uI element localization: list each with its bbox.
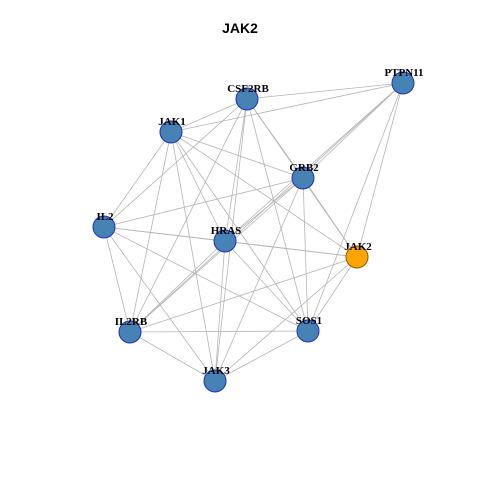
node-circle-jak1[interactable]: [159, 120, 183, 144]
edge-il2-sos1: [103, 226, 309, 332]
node-jak3[interactable]: JAK3: [202, 365, 230, 393]
edge-il2rb-jak3: [129, 331, 216, 382]
node-csf2rb[interactable]: CSF2RB: [227, 83, 269, 111]
edge-csf2rb-jak1: [170, 98, 248, 133]
edge-jak2-jak3: [214, 256, 358, 382]
edge-il2-il2rb: [103, 226, 131, 333]
node-circle-sos1[interactable]: [296, 319, 320, 343]
node-circle-ptpn11[interactable]: [391, 71, 415, 95]
node-circle-jak3[interactable]: [203, 369, 227, 393]
edge-grb2-hras: [224, 177, 304, 242]
node-sos1[interactable]: SOS1: [296, 315, 322, 343]
edge-grb2-sos1: [302, 177, 309, 332]
edge-layer: [103, 82, 404, 382]
edge-grb2-il2rb: [129, 177, 304, 333]
node-ptpn11[interactable]: PTPN11: [384, 67, 424, 95]
node-circle-grb2[interactable]: [291, 166, 315, 190]
edge-sos1-jak3: [214, 330, 309, 382]
node-label-jak3: JAK3: [202, 365, 230, 377]
node-label-csf2rb: CSF2RB: [227, 83, 269, 95]
node-jak2[interactable]: JAK2: [344, 241, 372, 269]
node-label-il2: IL2: [96, 211, 114, 223]
edge-csf2rb-il2: [103, 98, 248, 228]
node-label-jak2: JAK2: [344, 241, 372, 253]
edge-jak2-sos1: [307, 256, 358, 332]
graph-title: JAK2: [222, 20, 258, 36]
edge-grb2-jak2: [302, 177, 358, 258]
edge-ptpn11-csf2rb: [246, 82, 404, 100]
edge-jak1-jak3: [170, 131, 216, 382]
node-label-il2rb: IL2RB: [115, 316, 148, 328]
edge-csf2rb-sos1: [246, 98, 309, 332]
edge-jak1-sos1: [170, 131, 309, 332]
edge-ptpn11-hras: [224, 82, 404, 242]
edge-jak1-jak2: [170, 131, 358, 258]
node-label-hras: HRAS: [211, 225, 242, 237]
node-circle-il2[interactable]: [92, 215, 116, 239]
edge-jak1-il2: [103, 131, 172, 228]
edge-jak1-grb2: [170, 131, 304, 179]
node-circle-csf2rb[interactable]: [235, 87, 259, 111]
node-il2[interactable]: IL2: [92, 211, 116, 239]
edge-hras-il2rb: [129, 240, 226, 333]
edge-ptpn11-grb2: [302, 82, 404, 179]
edge-jak2-il2rb: [129, 256, 358, 333]
node-hras[interactable]: HRAS: [211, 225, 242, 253]
edge-grb2-il2: [103, 177, 304, 228]
edge-hras-sos1: [224, 240, 309, 332]
node-il2rb[interactable]: IL2RB: [115, 316, 148, 344]
edge-il2rb-sos1: [129, 330, 309, 333]
node-jak1[interactable]: JAK1: [158, 116, 186, 144]
node-label-jak1: JAK1: [158, 116, 186, 128]
node-label-sos1: SOS1: [296, 315, 322, 327]
edge-hras-jak3: [214, 240, 226, 382]
edge-grb2-jak3: [214, 177, 304, 382]
edge-ptpn11-sos1: [307, 82, 404, 332]
node-grb2[interactable]: GRB2: [289, 162, 319, 190]
edge-jak1-hras: [170, 131, 226, 242]
node-circle-jak2[interactable]: [345, 245, 369, 269]
edge-ptpn11-jak2: [356, 82, 404, 258]
node-circle-il2rb[interactable]: [118, 320, 142, 344]
edge-ptpn11-jak1: [170, 82, 404, 133]
node-label-ptpn11: PTPN11: [384, 67, 423, 79]
edge-csf2rb-il2rb: [129, 98, 248, 333]
edge-hras-jak2: [224, 240, 358, 258]
edge-csf2rb-hras: [224, 98, 248, 242]
node-circle-hras[interactable]: [213, 229, 237, 253]
node-label-grb2: GRB2: [289, 162, 319, 174]
